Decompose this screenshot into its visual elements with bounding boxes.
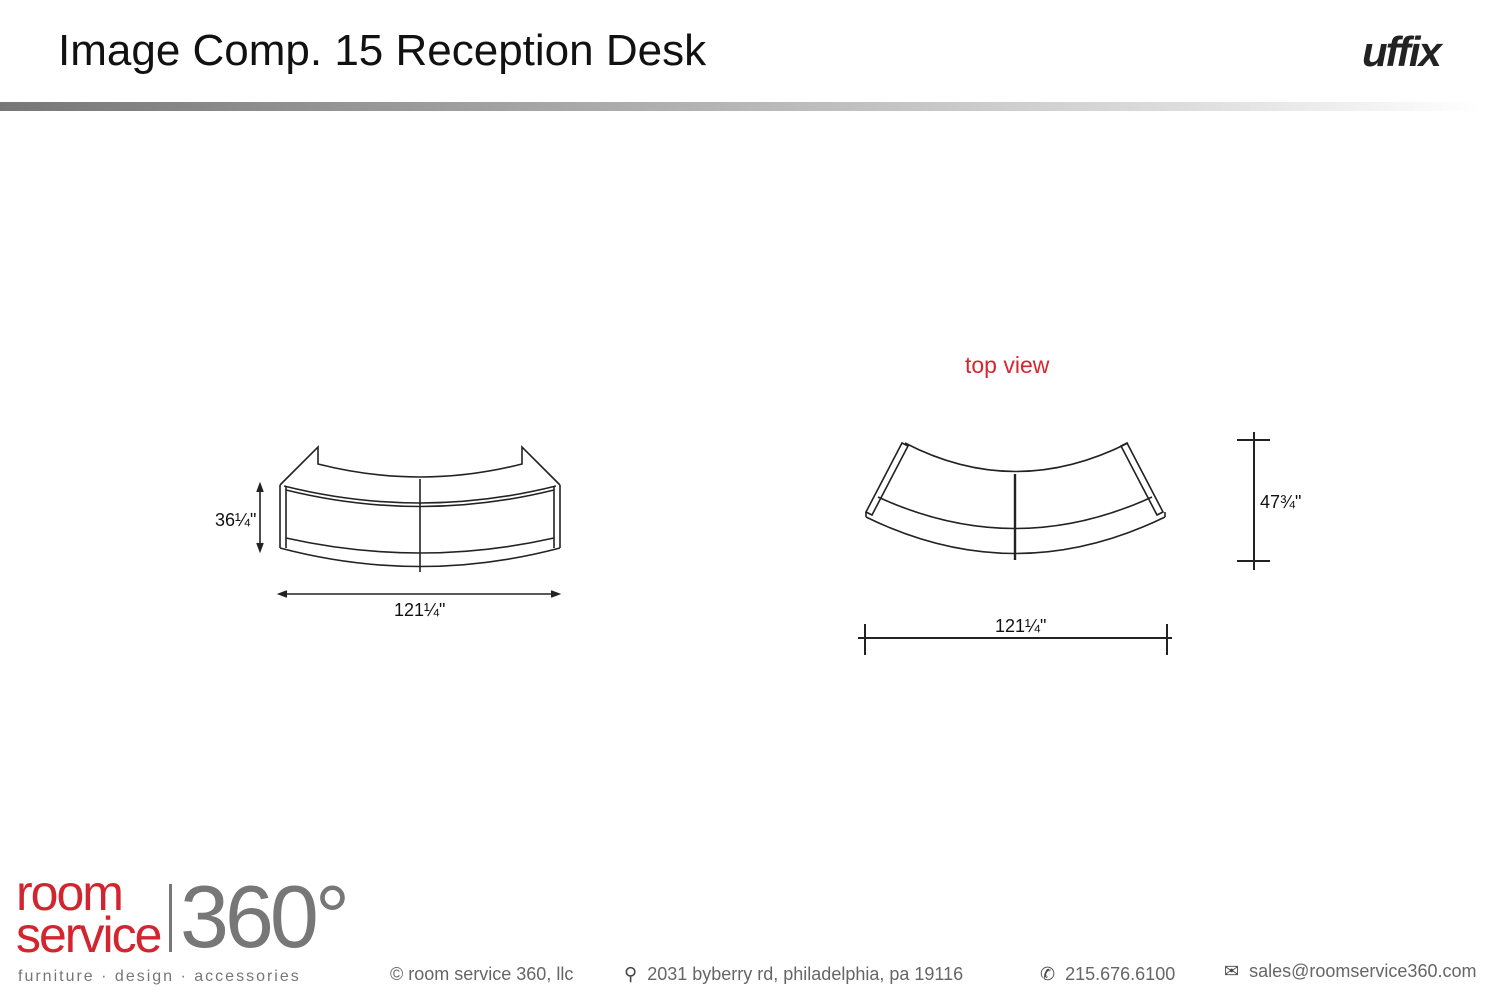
- phone-icon: ✆: [1040, 964, 1056, 984]
- top-view-drawing: [858, 432, 1270, 655]
- copyright: © room service 360, llc: [390, 964, 574, 984]
- map-pin-icon: ⚲: [624, 964, 638, 984]
- address: ⚲ 2031 byberry rd, philadelphia, pa 1911…: [624, 964, 964, 984]
- top-width-dimension: 121¼": [995, 616, 1047, 636]
- logo-divider: [169, 884, 172, 952]
- front-width-dimension: 121¼": [394, 600, 446, 620]
- email[interactable]: ✉ sales@roomservice360.com: [1224, 961, 1477, 981]
- front-height-dimension: 36¼": [215, 510, 257, 530]
- uffix-logo: uffix: [1362, 28, 1442, 75]
- tagline: furniture · design · accessories: [18, 968, 301, 985]
- header-divider: [0, 102, 1480, 111]
- top-view-label: top view: [965, 352, 1050, 378]
- front-view-drawing: [256, 445, 562, 598]
- top-depth-dimension: 47¾": [1260, 492, 1302, 512]
- logo-360: 360°: [180, 867, 350, 966]
- envelope-icon: ✉: [1224, 961, 1240, 981]
- page-title: Image Comp. 15 Reception Desk: [58, 26, 707, 75]
- phone: ✆ 215.676.6100: [1040, 964, 1176, 984]
